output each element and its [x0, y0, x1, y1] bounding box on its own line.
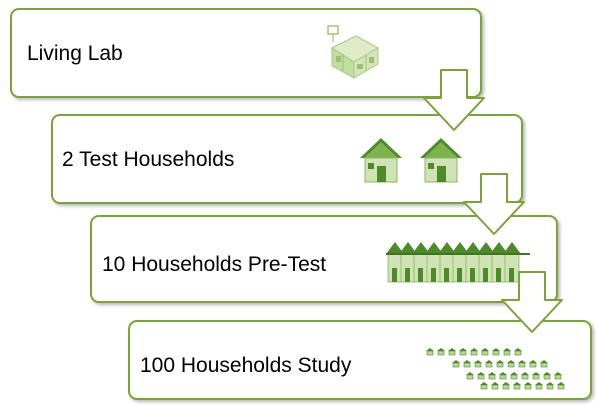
tiny-house-icon: [437, 348, 445, 356]
house-icon: [420, 138, 462, 183]
small-house-icon: [399, 242, 417, 283]
tiny-house-icon: [524, 382, 532, 390]
tiny-house-icon: [507, 360, 515, 368]
stage-label-100-households-study: 100 Households Study: [140, 354, 352, 377]
down-arrow-1: [423, 69, 485, 131]
living-lab-floorplan-icon: [327, 25, 380, 79]
tiny-house-icon: [513, 382, 521, 390]
tiny-house-icon: [492, 348, 500, 356]
tiny-house-icon: [540, 360, 548, 368]
tiny-house-icon: [502, 382, 510, 390]
stage-label-living-lab: Living Lab: [27, 42, 123, 65]
tiny-house-icon: [466, 372, 474, 380]
down-arrow-2: [463, 173, 525, 235]
tiny-house-icon: [474, 360, 482, 368]
tiny-house-icon: [518, 360, 526, 368]
stage-box-living-lab: [10, 8, 482, 98]
tiny-house-icon: [543, 372, 551, 380]
tiny-house-icon: [546, 382, 554, 390]
tiny-house-icon: [499, 372, 507, 380]
tiny-house-icon: [557, 382, 565, 390]
down-arrow-3: [501, 271, 563, 333]
grid-of-houses-icon: [426, 348, 565, 390]
tiny-house-icon: [496, 360, 504, 368]
house-icon: [360, 138, 402, 183]
tiny-house-icon: [491, 382, 499, 390]
tiny-house-icon: [426, 348, 434, 356]
tiny-house-icon: [535, 382, 543, 390]
row-of-houses-icon: [386, 242, 530, 283]
stage-label-10-households-pre-test: 10 Households Pre-Test: [102, 253, 327, 276]
tiny-house-icon: [477, 372, 485, 380]
tiny-house-icon: [529, 360, 537, 368]
stage-label-2-test-households: 2 Test Households: [62, 148, 235, 171]
small-house-icon: [425, 242, 443, 283]
tiny-house-icon: [510, 372, 518, 380]
tiny-house-icon: [452, 360, 460, 368]
small-house-icon: [451, 242, 469, 283]
tiny-house-icon: [480, 382, 488, 390]
tiny-house-icon: [521, 372, 529, 380]
small-house-icon: [503, 242, 521, 283]
tiny-house-icon: [485, 360, 493, 368]
tiny-house-icon: [554, 372, 562, 380]
tiny-house-icon: [488, 372, 496, 380]
tiny-house-icon: [459, 348, 467, 356]
tiny-house-icon: [481, 348, 489, 356]
tiny-house-icon: [514, 348, 522, 356]
tiny-house-icon: [532, 372, 540, 380]
tiny-house-icon: [448, 348, 456, 356]
tiny-house-icon: [470, 348, 478, 356]
tiny-house-icon: [463, 360, 471, 368]
tiny-house-icon: [503, 348, 511, 356]
small-house-icon: [438, 242, 456, 283]
